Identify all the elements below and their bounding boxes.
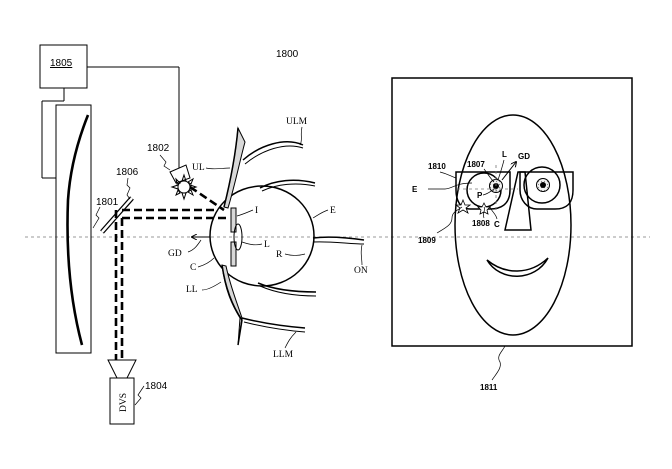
- label-1804: 1804: [145, 381, 168, 392]
- label-llm: LLM: [273, 350, 294, 360]
- label-c: C: [190, 263, 196, 273]
- optic-nerve: [312, 236, 365, 245]
- label-1811: 1811: [480, 383, 498, 392]
- controller-label: 1805: [50, 58, 73, 69]
- light-source: 1802: [147, 143, 198, 201]
- wearable-device-view: [391, 77, 633, 347]
- figure-number: 1800: [276, 49, 299, 60]
- gaze-direction-arrow-front: [501, 162, 516, 181]
- label-1802: 1802: [147, 143, 170, 154]
- lower-rectus-muscle: [257, 282, 317, 297]
- upper-rectus-muscle: [259, 179, 316, 192]
- label-i: I: [255, 206, 258, 216]
- label-ul: UL: [192, 163, 205, 173]
- device-frame-box: [391, 77, 633, 347]
- mouth: [486, 257, 549, 277]
- label-r: R: [276, 250, 283, 260]
- label-1808: 1808: [472, 219, 490, 228]
- face-outline: [454, 114, 572, 336]
- label-1810: 1810: [428, 162, 446, 171]
- label-e: E: [330, 206, 336, 216]
- label-1809: 1809: [418, 236, 436, 245]
- label-gd-front: GD: [518, 152, 530, 161]
- label-ll: LL: [186, 285, 198, 295]
- label-l-front: L: [502, 150, 507, 159]
- glasses-right-frame: [519, 171, 574, 210]
- label-on: ON: [354, 266, 368, 276]
- glasses-left-frame: [455, 171, 511, 210]
- light-burst-icon: [170, 173, 198, 201]
- label-ulm: ULM: [286, 117, 308, 127]
- label-l: L: [264, 240, 270, 250]
- display-panel: [55, 104, 92, 354]
- eyeball: [209, 185, 315, 287]
- iris-lower: [230, 241, 237, 267]
- anatomy-labels: ULM UL I E GD L R C ON LL LLM: [168, 117, 368, 360]
- label-c-front: C: [494, 220, 500, 229]
- light-paths: [114, 185, 228, 360]
- label-gd: GD: [168, 249, 182, 259]
- glint-star-1809: [454, 198, 472, 214]
- dvs-text: DVS: [119, 393, 129, 412]
- label-1807: 1807: [467, 160, 485, 169]
- right-panel-labels: 1810 1807 L GD E P 1808 C 1809 1811: [412, 150, 530, 392]
- upper-lid-muscle: [242, 141, 304, 165]
- label-p: P: [477, 191, 483, 200]
- controller-box: 1805: [39, 44, 180, 179]
- lower-lid-muscle: [241, 317, 306, 333]
- crystalline-lens: [233, 223, 243, 251]
- curved-display-screen: [66, 114, 90, 346]
- label-1806: 1806: [116, 167, 139, 178]
- right-eye: [523, 166, 561, 204]
- label-1801: 1801: [96, 197, 119, 208]
- dvs-sensor: DVS 1804: [107, 359, 168, 425]
- iris-upper: [230, 207, 237, 233]
- nose: [504, 171, 532, 231]
- eye-anatomy: [192, 126, 365, 346]
- right-pupil: [540, 182, 546, 188]
- label-e-front: E: [412, 185, 418, 194]
